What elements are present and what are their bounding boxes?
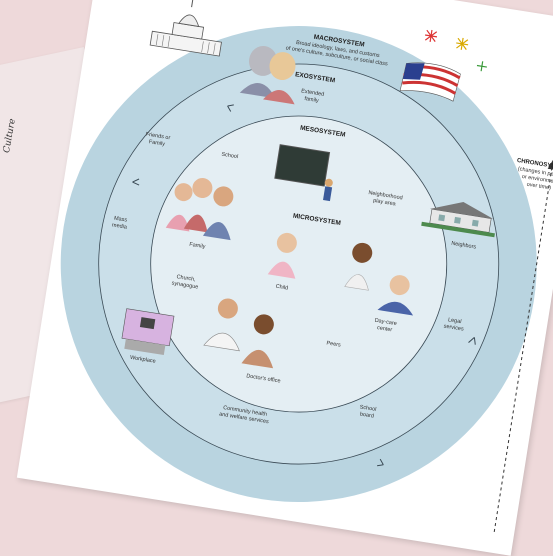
neighbors-label: Neighbors [451,241,477,251]
doctors-office-icon [203,298,274,369]
school-label: School [221,152,239,161]
workplace-icon [121,308,175,356]
workplace-label: Workplace [130,355,157,365]
extended-family-label-2: family [304,96,319,104]
capitol-building-icon [149,0,222,57]
doctors-office-label: Doctor's office [246,373,281,384]
chronosystem-desc-2: or environment [521,174,553,186]
peers-label: Peers [326,340,341,348]
diagram-page: MACROSYSTEM Broad ideology, laws, and cu… [16,0,553,556]
family-label: Family [189,242,206,250]
chronosystem-arrow [493,167,553,533]
mass-media-label-2: media [112,222,129,230]
neighborhood-label-2: play area [373,198,397,208]
school-board-label-1: School [359,404,377,413]
extended-family-label-1: Extended [301,88,325,98]
child-label: Child [275,284,288,292]
daycare-label-1: Day-care [374,318,397,327]
legal-services-label-2: services [443,324,464,333]
daycare-children-icon [344,242,414,316]
american-flag-icon [399,62,461,102]
school-board-label-2: board [359,411,374,419]
family-icon [165,178,234,241]
fireworks-icon [424,29,487,72]
circle-arrows [132,104,476,467]
neighborhood-label-1: Neighborhood [368,190,403,201]
church-label-1: Church, [176,274,196,283]
mass-media-label-1: Mass [114,216,128,224]
child-icon [267,232,297,279]
chronosystem-desc-3: over time) [526,182,551,192]
neighborhood-houses-icon [421,202,495,238]
daycare-label-2: center [377,325,393,333]
extended-family-icon [239,45,296,105]
chronosystem-arrowhead [547,159,553,171]
chalkboard-icon [274,144,333,202]
ecological-systems-diagram: MACROSYSTEM Broad ideology, laws, and cu… [60,0,553,533]
friends-family-label-2: Family [148,139,165,147]
legal-services-label-1: Legal [448,317,462,325]
friends-family-label-1: Friends or [145,132,171,142]
church-label-2: synagogue [171,280,199,290]
